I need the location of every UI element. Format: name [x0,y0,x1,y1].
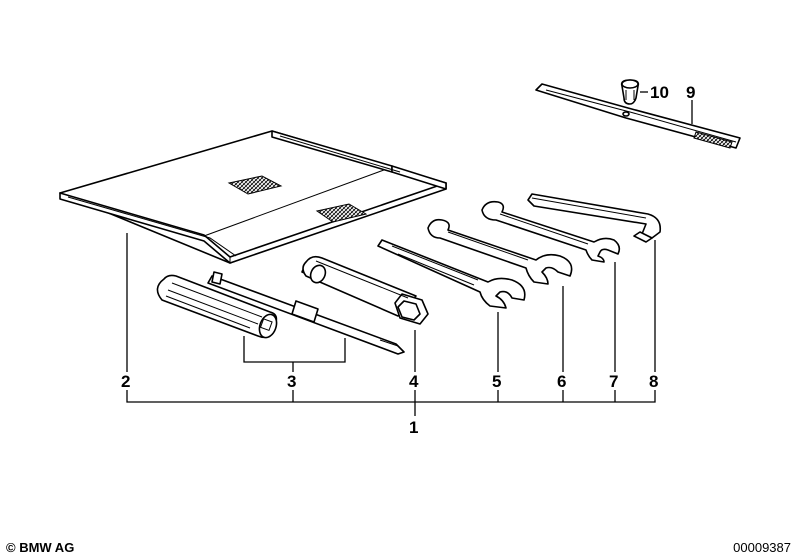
callout-6: 6 [557,372,566,391]
document-number: 00009387 [733,540,791,555]
callout-8: 8 [649,372,658,391]
copyright-label: © BMW AG [6,540,75,555]
callout-1: 1 [409,418,418,437]
callout-2: 2 [121,372,130,391]
clip [620,79,640,105]
screwdriver-handle [156,274,278,339]
open-end-wrench-medium [427,218,573,285]
open-end-wrench-large [481,200,621,263]
open-end-wrench-small [377,239,526,309]
leader-lines [126,91,693,416]
hex-key [527,193,662,243]
callout-9: 9 [686,83,695,102]
callout-4: 4 [409,372,419,391]
screwdriver-blade [207,271,405,355]
callout-5: 5 [492,372,501,391]
callout-3: 3 [287,372,296,391]
tool-roll-mat [59,130,447,264]
strap [535,83,741,149]
callout-10: 10 [650,83,669,102]
callout-7: 7 [609,372,618,391]
box-wrench [301,255,429,325]
